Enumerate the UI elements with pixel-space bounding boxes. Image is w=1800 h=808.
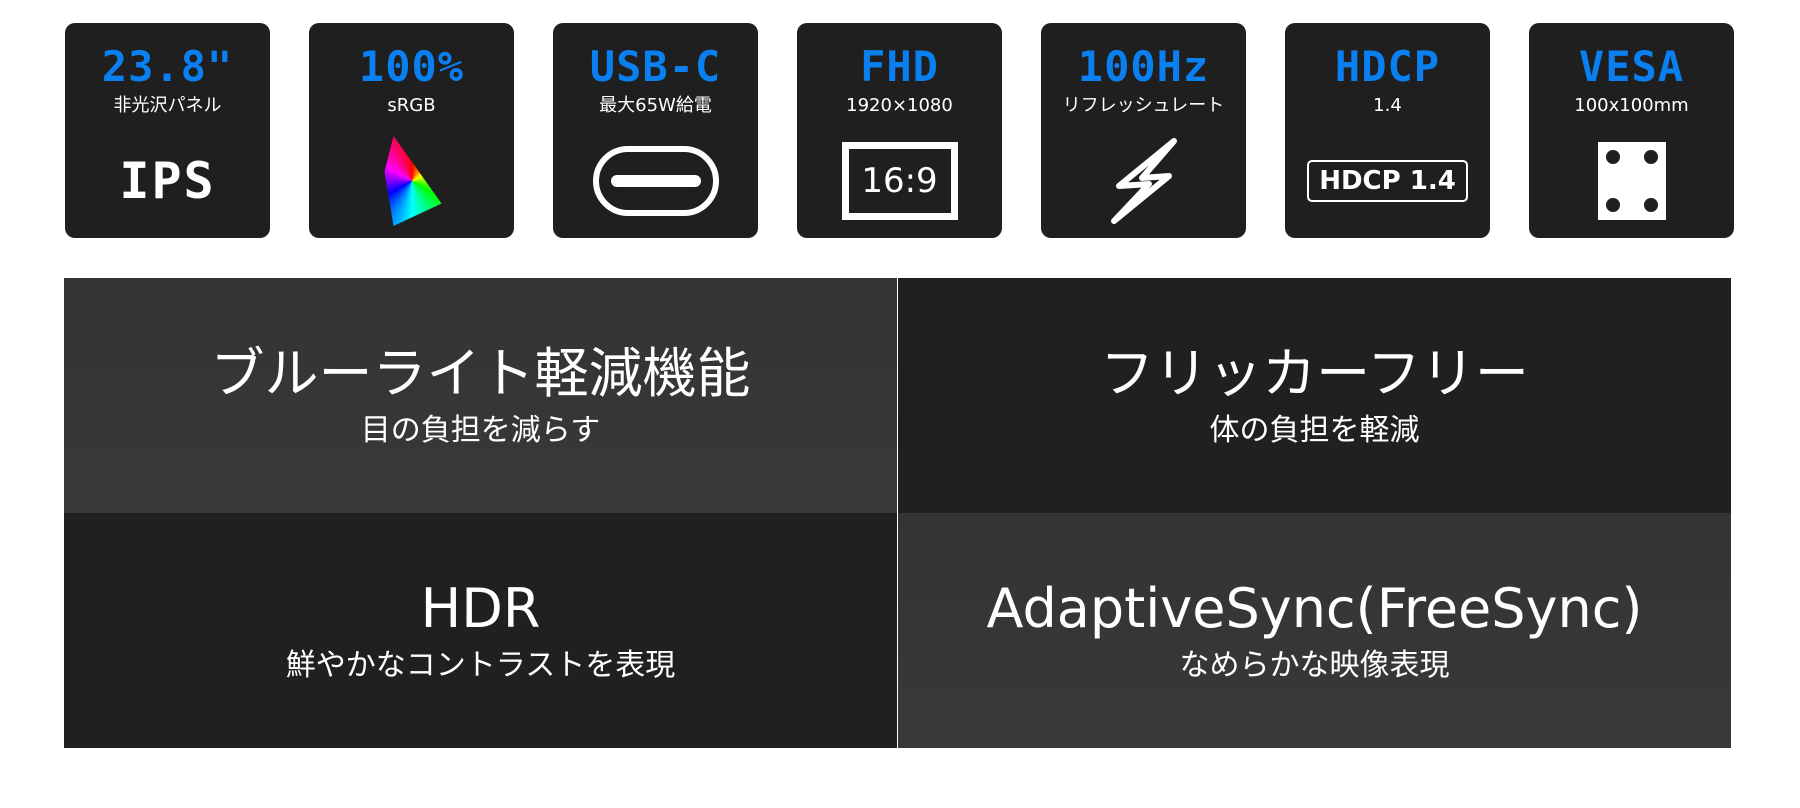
feature-hdr: HDR 鮮やかなコントラストを表現 [64,513,897,748]
feature-flicker-free: フリッカーフリー 体の負担を軽減 [898,278,1731,513]
card-title: 23.8" [101,42,234,91]
feature-panel: ブルーライト軽減機能 目の負担を減らす フリッカーフリー 体の負担を軽減 HDR… [64,278,1731,748]
card-title: 100% [358,42,465,91]
card-subtitle: 非光沢パネル [113,95,222,116]
feature-title: AdaptiveSync(FreeSync) [986,576,1643,640]
card-title: VESA [1578,42,1685,91]
card-subtitle: 100x100mm [1574,95,1689,116]
card-srgb: 100% sRGB [309,23,514,238]
hdcp-badge-label: HDCP 1.4 [1307,160,1468,202]
card-subtitle: 1920×1080 [846,95,953,116]
card-subtitle: 1.4 [1373,95,1402,116]
card-refresh: 100Hz リフレッシュレート [1041,23,1246,238]
card-subtitle: 最大65W給電 [599,95,712,116]
feature-subtitle: 鮮やかなコントラストを表現 [285,647,676,683]
card-hdcp: HDCP 1.4 HDCP 1.4 [1285,23,1490,238]
feature-subtitle: 目の負担を減らす [360,412,601,448]
feature-blue-light: ブルーライト軽減機能 目の負担を減らす [64,278,897,513]
vesa-mount-icon [1529,141,1734,221]
ips-icon: IPS [65,141,270,221]
card-title: USB-C [589,42,722,91]
aspect-ratio-icon: 16:9 [797,141,1002,221]
card-title: 100Hz [1077,42,1210,91]
lightning-icon [1041,138,1246,224]
card-vesa: VESA 100x100mm [1529,23,1734,238]
feature-title: フリッカーフリー [1100,341,1529,405]
feature-subtitle: なめらかな映像表現 [1179,647,1450,683]
color-gamut-icon [309,136,514,226]
feature-adaptive-sync: AdaptiveSync(FreeSync) なめらかな映像表現 [898,513,1731,748]
aspect-ratio-label: 16:9 [841,142,958,220]
card-usbc: USB-C 最大65W給電 [553,23,758,238]
card-size: 23.8" 非光沢パネル IPS [65,23,270,238]
usb-c-port-icon [553,141,758,221]
ips-label: IPS [119,152,216,210]
card-subtitle: sRGB [387,95,436,116]
card-title: HDCP [1334,42,1441,91]
feature-title: HDR [420,576,541,640]
hdcp-badge-icon: HDCP 1.4 [1285,141,1490,221]
card-title: FHD [860,42,939,91]
feature-subtitle: 体の負担を軽減 [1209,412,1420,448]
feature-title: ブルーライト軽減機能 [210,341,751,405]
card-fhd: FHD 1920×1080 16:9 [797,23,1002,238]
card-subtitle: リフレッシュレート [1062,95,1225,116]
